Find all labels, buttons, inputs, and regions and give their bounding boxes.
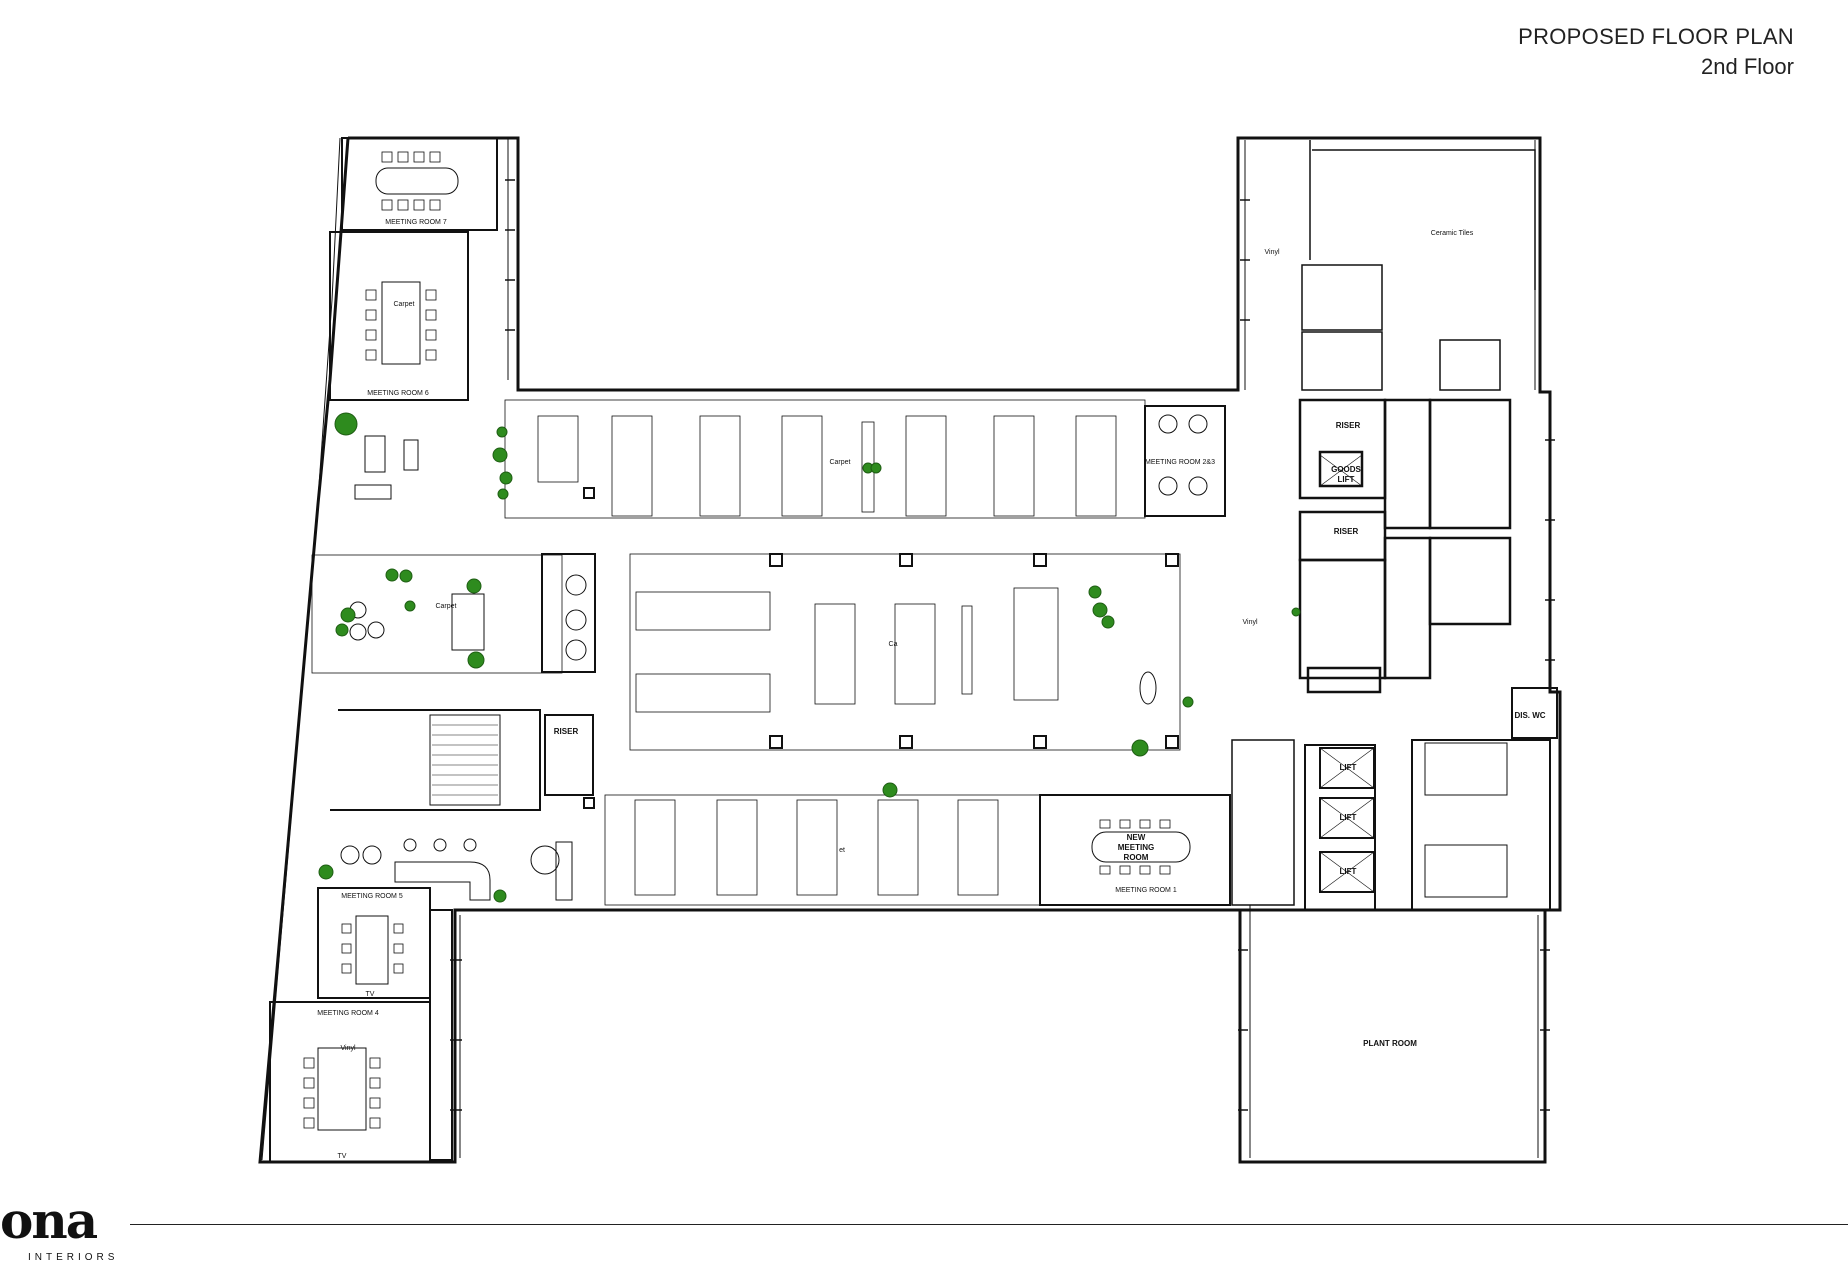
label-new-meeting-room-1: NEW (1127, 833, 1146, 842)
page-title: PROPOSED FLOOR PLAN (1518, 24, 1794, 49)
label-lift-3: LIFT (1340, 867, 1357, 876)
label-plant-room: PLANT ROOM (1363, 1039, 1417, 1048)
label-goods-lift-2: LIFT (1338, 475, 1355, 484)
label-lift-2: LIFT (1340, 813, 1357, 822)
label-goods-lift-1: GOODS (1331, 465, 1361, 474)
label-meeting-room-1: MEETING ROOM 1 (1115, 887, 1177, 894)
plants (318, 412, 1301, 903)
label-riser-mid: RISER (1334, 527, 1359, 536)
meeting-room-5 (317, 887, 431, 999)
desk-row-top (537, 415, 1117, 517)
label-ceramic: Ceramic Tiles (1431, 230, 1474, 237)
right-core (1298, 398, 1512, 694)
label-meeting-room-6: MEETING ROOM 6 (367, 390, 429, 397)
ona-logo: ona INTERIORS (0, 1196, 120, 1266)
label-tv-mr5: TV (366, 991, 375, 998)
label-tv-mr4: TV (338, 1153, 347, 1160)
label-carpet-bottom: et (839, 847, 845, 854)
label-vinyl-mr4: Vinyl (340, 1045, 355, 1052)
meeting-room-4 (269, 1001, 431, 1163)
label-new-meeting-room-3: ROOM (1124, 853, 1149, 862)
footer-rule (130, 1224, 1848, 1225)
page-subtitle: 2nd Floor (1701, 54, 1794, 79)
lift-shafts (1304, 454, 1376, 911)
label-riser-top: RISER (1336, 421, 1361, 430)
label-meeting-room-2: MEETING ROOM 2&3 (1145, 459, 1215, 466)
columns (583, 487, 1179, 809)
label-vinyl-right: Vinyl (1242, 619, 1257, 626)
label-riser-left: RISER (554, 727, 579, 736)
breakout-bottom (394, 841, 573, 901)
top-right-rooms (1301, 140, 1536, 391)
label-lift-1: LIFT (1340, 763, 1357, 772)
label-meeting-room-4: MEETING ROOM 4 (317, 1010, 379, 1017)
stair-treads (432, 724, 498, 796)
label-dis-wc: DIS. WC (1514, 711, 1545, 720)
label-new-meeting-room-2: MEETING (1118, 843, 1154, 852)
wc-block (1411, 687, 1558, 911)
meeting-room-6 (329, 231, 469, 401)
window-marks (450, 179, 1555, 1111)
label-carpet-center: Ca (889, 641, 898, 648)
label-carpet-mid: Carpet (435, 603, 456, 610)
meeting-room-1 (1039, 794, 1231, 906)
desk-cluster-center (635, 587, 1059, 713)
lounge-chairs (340, 414, 1208, 875)
label-meeting-room-5: MEETING ROOM 5 (341, 893, 403, 900)
logo-wordmark: ona (0, 1191, 98, 1250)
breakout-left (354, 435, 419, 500)
desk-row-bottom (634, 799, 999, 896)
service-column-left (429, 909, 453, 1161)
stair-core-left (330, 709, 594, 811)
label-vinyl-top: Vinyl (1264, 249, 1279, 256)
chairs (303, 151, 1171, 1129)
logo-subtitle: INTERIORS (28, 1252, 119, 1263)
meeting-room-7 (341, 137, 498, 231)
label-carpet-mr6: Carpet (393, 301, 414, 308)
label-meeting-room-7: MEETING ROOM 7 (385, 219, 447, 226)
outer-walls-inner (261, 137, 1539, 1161)
label-carpet-top: Carpet (829, 459, 850, 466)
